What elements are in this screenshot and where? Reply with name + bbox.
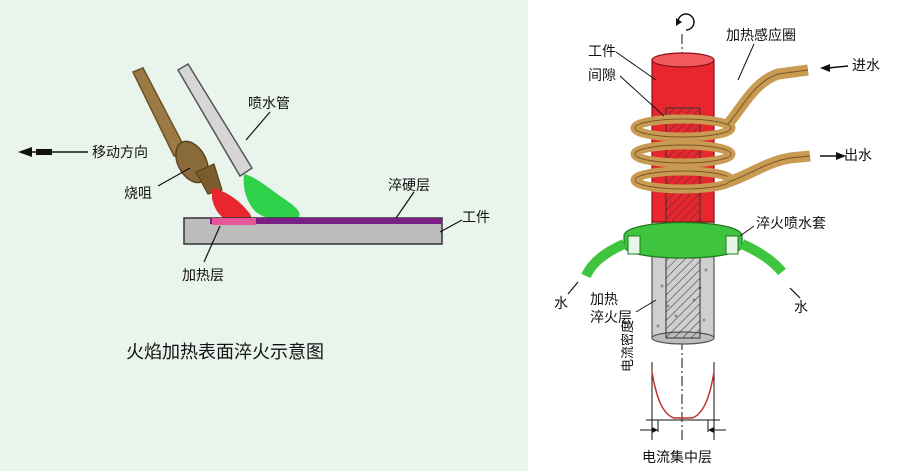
heated-layer-label: 加热层 xyxy=(182,268,224,284)
water-in-label: 进水 xyxy=(852,58,880,74)
current-density-label: 电流密度 xyxy=(620,320,636,372)
water-left-label: 水 xyxy=(554,296,568,312)
induction-coil xyxy=(630,64,811,194)
spray-jacket xyxy=(581,221,786,279)
water-out-label: 出水 xyxy=(844,148,872,164)
hardened-label: 淬硬层 xyxy=(388,178,430,194)
spray-label: 淬火喷水套 xyxy=(756,216,826,232)
torch-label: 烧咀 xyxy=(124,186,152,202)
direction-arrow xyxy=(18,147,88,157)
induction-hardening-diagram: 工件 间隙 加热感应圈 进水 出水 淬火喷水套 水 水 加热 淬火层 xyxy=(554,13,880,466)
water-nozzle xyxy=(176,62,254,178)
flame-hardening-panel: 移动方向 烧咀 喷水管 淬硬层 xyxy=(0,0,528,471)
nozzle-label: 喷水管 xyxy=(248,96,290,112)
heated-quenched-label-1: 加热 xyxy=(590,292,618,308)
rotation-icon xyxy=(677,13,695,31)
hardened-layer xyxy=(210,218,442,224)
heated-layer xyxy=(212,218,256,225)
induction-hardening-panel: 工件 间隙 加热感应圈 进水 出水 淬火喷水套 水 水 加热 淬火层 xyxy=(528,0,900,471)
diagram-caption: 火焰加热表面淬火示意图 xyxy=(126,342,324,363)
water-spray xyxy=(243,174,300,221)
current-density-graph xyxy=(640,362,726,440)
coil-label: 加热感应圈 xyxy=(726,27,796,44)
heated-quenched-label-2: 淬火层 xyxy=(590,310,632,326)
flame-hardening-diagram: 移动方向 烧咀 喷水管 淬硬层 xyxy=(18,62,490,363)
torch xyxy=(131,67,223,195)
flame xyxy=(212,188,252,223)
direction-label: 移动方向 xyxy=(92,145,148,161)
workpiece-label: 工件 xyxy=(462,210,490,226)
gap-label: 间隙 xyxy=(588,68,616,84)
current-layer-label: 电流集中层 xyxy=(642,449,712,466)
workpiece-label: 工件 xyxy=(588,44,616,60)
water-right-label: 水 xyxy=(794,300,808,316)
